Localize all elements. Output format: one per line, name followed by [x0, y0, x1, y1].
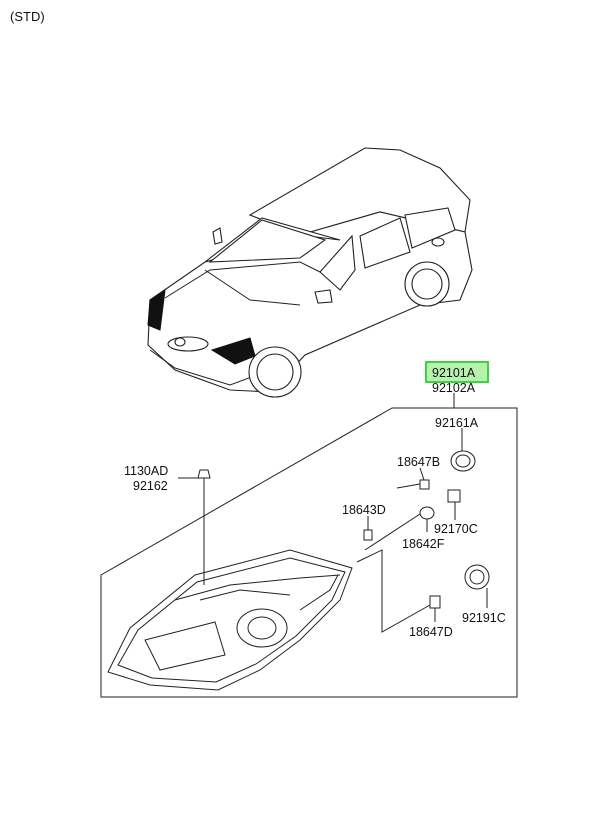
label-headlamp-rh: 92102A — [432, 381, 476, 395]
diagram-boundary — [100, 407, 518, 698]
label-bulb-side: 18642F — [402, 537, 445, 551]
label-bulb-socket-lower: 18647D — [409, 625, 453, 639]
label-socket-side: 92170C — [434, 522, 478, 536]
label-bolt-alt: 92162 — [133, 479, 168, 493]
bulb-h7-icon — [363, 529, 373, 541]
bulb-socket-lower-icon — [429, 595, 441, 609]
cap-upper-icon — [450, 450, 476, 472]
socket-side-icon — [447, 489, 461, 503]
vehicle-illustration — [147, 147, 473, 398]
part-highlight — [425, 361, 489, 383]
label-bulb-socket-upper: 18647B — [397, 455, 440, 469]
bulb-socket-upper-icon — [419, 479, 430, 490]
label-headlamp-lh: 92101A — [432, 366, 476, 380]
label-cap-lower: 92191C — [462, 611, 506, 625]
label-cap-upper: 92161A — [435, 416, 479, 430]
bolt-icon — [197, 469, 211, 479]
label-bolt: 1130AD — [124, 464, 168, 478]
label-bulb-h7: 18643D — [342, 503, 386, 517]
headlamp-assembly — [107, 549, 353, 691]
variant-label: (STD) — [10, 9, 45, 24]
cap-lower-icon — [464, 564, 490, 590]
bulb-side-icon — [419, 506, 435, 520]
